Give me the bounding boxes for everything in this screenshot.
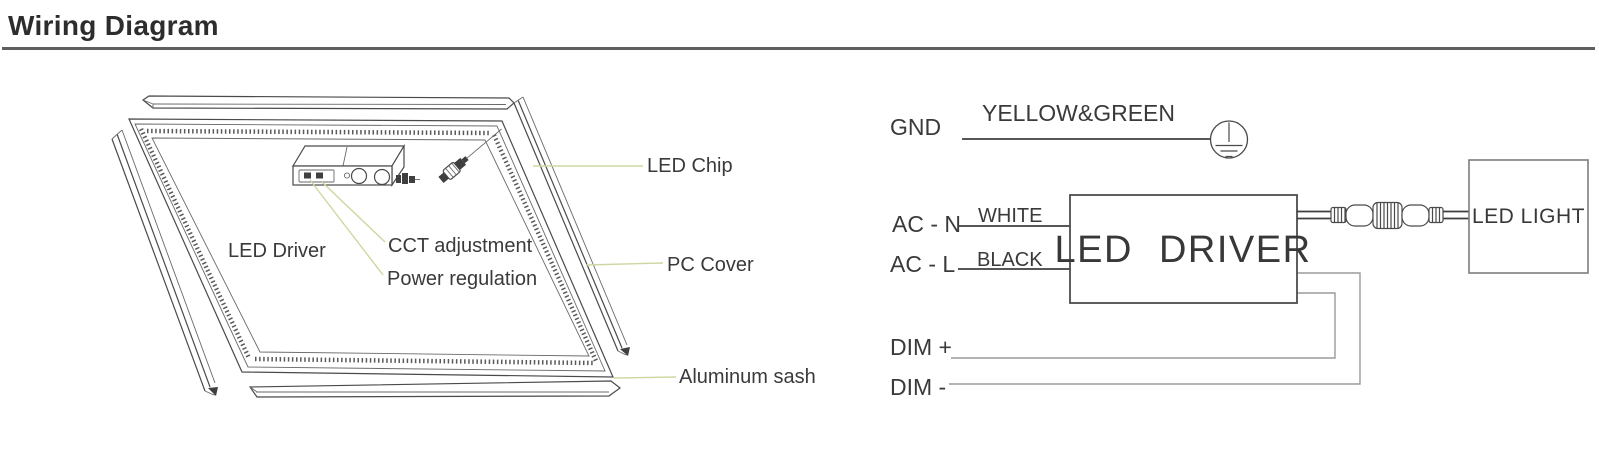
callout-pc-cover xyxy=(585,262,664,266)
connection-schematic: GND YELLOW&GREEN AC - N WHITE AC - L BLA… xyxy=(890,100,1589,400)
callout-cct xyxy=(321,181,386,243)
inline-connector-icon xyxy=(1330,201,1444,230)
dip-switch-cct xyxy=(316,172,323,179)
driver-output-plug-icon xyxy=(396,173,420,184)
rail-end-hook xyxy=(620,347,630,356)
callout-aluminum-sash xyxy=(613,376,677,379)
frame-rail-pc-cover xyxy=(513,96,630,356)
frame-opening xyxy=(151,137,590,357)
dip-switch-power xyxy=(304,172,311,179)
wire-dim-plus xyxy=(951,292,1336,359)
frame-outer-edge xyxy=(128,118,614,378)
led-strip-bottom xyxy=(254,356,595,366)
label-dim-minus: DIM - xyxy=(890,374,946,400)
label-ac-l: AC - L xyxy=(890,251,955,277)
driver-knob-left xyxy=(350,167,368,185)
led-light-schematic-box xyxy=(1468,159,1589,274)
label-led-chip: LED Chip xyxy=(647,155,733,177)
driver-knob-right xyxy=(373,168,391,186)
panel-exploded-view: LED Driver CCT adjustment Power regulati… xyxy=(111,95,816,398)
panel-frame xyxy=(128,118,614,378)
panel-connector-icon xyxy=(438,128,502,183)
label-led-light-box: LED LIGHT xyxy=(1472,205,1585,228)
wire-to-led-light xyxy=(1443,210,1469,220)
frame-inner-border xyxy=(134,123,606,372)
led-strip-left xyxy=(138,128,252,359)
connector-cable xyxy=(466,128,502,159)
led-strip-right xyxy=(491,134,599,362)
rail-end-hook xyxy=(208,387,218,396)
label-black: BLACK xyxy=(977,249,1043,271)
label-aluminum-sash: Aluminum sash xyxy=(679,366,816,388)
screw-icon xyxy=(343,172,351,179)
label-dim-plus: DIM + xyxy=(890,334,952,360)
label-led-driver-box: LED DRIVER xyxy=(1054,229,1311,271)
led-driver-schematic-box xyxy=(1069,194,1298,304)
wire-dim-minus xyxy=(949,272,1361,385)
title-divider xyxy=(2,47,1595,50)
wire-driver-output xyxy=(1297,210,1332,220)
label-cct-adjustment: CCT adjustment xyxy=(388,235,533,257)
page-title: Wiring Diagram xyxy=(8,10,219,41)
driver-top-face xyxy=(291,145,406,167)
callout-lines xyxy=(309,165,677,379)
frame-rail-left xyxy=(111,129,218,396)
label-ac-n: AC - N xyxy=(892,211,961,237)
label-pc-cover: PC Cover xyxy=(667,254,754,276)
label-gnd: GND xyxy=(890,114,941,140)
callout-power xyxy=(309,179,384,276)
frame-rail-top xyxy=(141,95,515,110)
earth-ground-icon xyxy=(1209,120,1249,159)
label-led-driver: LED Driver xyxy=(228,240,326,262)
label-power-regulation: Power regulation xyxy=(387,268,537,290)
label-white: WHITE xyxy=(978,205,1042,227)
led-driver-box xyxy=(291,143,420,187)
frame-rail-bottom xyxy=(248,380,621,398)
label-yellow-green: YELLOW&GREEN xyxy=(982,100,1175,126)
